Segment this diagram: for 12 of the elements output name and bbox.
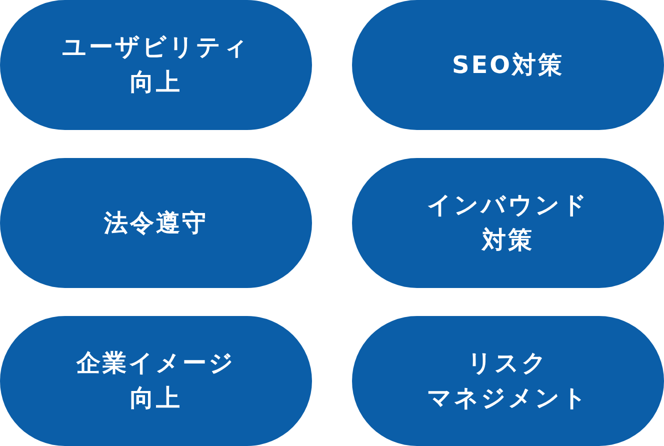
pill-text: インバウンド対策 xyxy=(427,190,589,256)
rounded-label-pill xyxy=(0,316,312,446)
pill-text: 企業イメージ向上 xyxy=(76,348,236,414)
rounded-label-pill xyxy=(0,158,312,288)
rounded-label-pill xyxy=(352,316,664,446)
pill-text: ユーザビリティ向上 xyxy=(62,32,250,98)
rounded-label-pill xyxy=(352,0,664,130)
rounded-label-pill xyxy=(352,158,664,288)
pill-text: 法令遵守 xyxy=(104,208,208,239)
pill-text: リスクマネジメント xyxy=(427,348,589,414)
pill-text: SEO対策 xyxy=(452,50,564,81)
rounded-label-pill xyxy=(0,0,312,130)
